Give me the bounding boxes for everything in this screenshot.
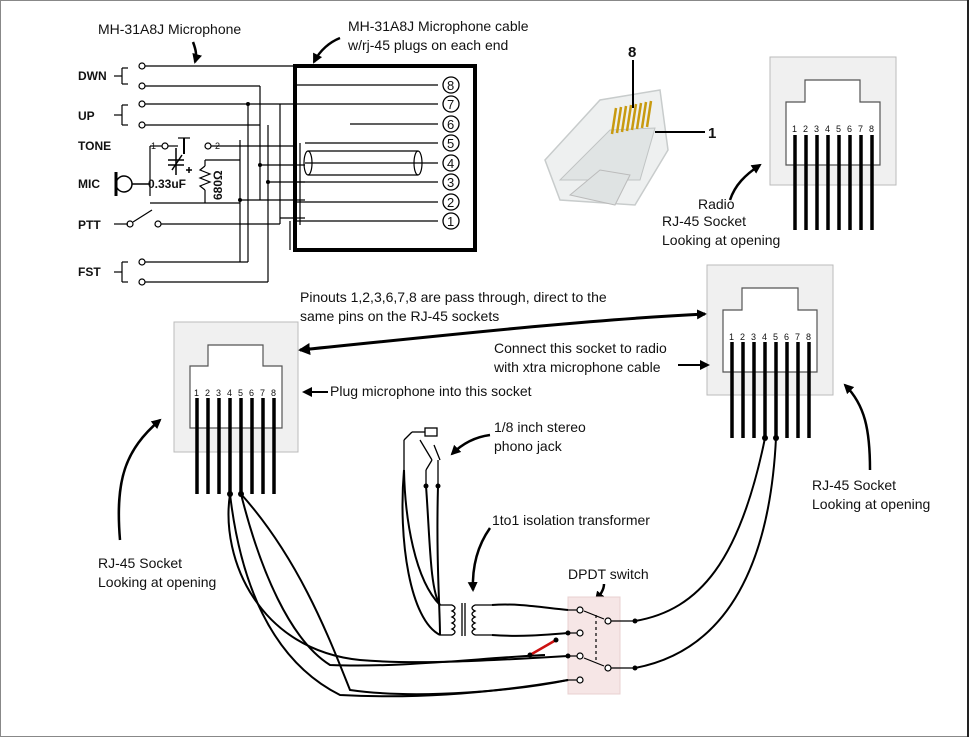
left-pin-4: 4 [227, 388, 232, 398]
cable-pin-4: 4 [447, 156, 454, 171]
wiring-curves [227, 437, 777, 698]
fst-switch [114, 258, 268, 286]
phono-label-1: 1/8 inch stereo [494, 419, 586, 435]
left-pin-6: 6 [249, 388, 254, 398]
right-pin-4: 4 [762, 332, 767, 342]
left-pin-8: 8 [271, 388, 276, 398]
tone-switch [149, 137, 295, 196]
label-dwn: DWN [78, 69, 107, 83]
radio-pin-5: 5 [836, 124, 841, 134]
dwn-switch [114, 62, 295, 90]
radio-socket: 1 2 3 4 5 6 7 8 [769, 56, 897, 230]
right-socket: 1 2 3 4 5 6 7 8 [706, 264, 834, 441]
radio-pin-2: 2 [803, 124, 808, 134]
red-jumper-wire [529, 638, 557, 657]
plug-pin-8: 8 [628, 44, 636, 61]
right-socket-label-2: Looking at opening [812, 496, 930, 512]
label-tone: TONE [78, 139, 111, 153]
right-pin-3: 3 [751, 332, 756, 342]
radio-pin-1: 1 [792, 124, 797, 134]
mic-title: MH-31A8J Microphone [98, 21, 241, 37]
phono-jack [403, 427, 441, 486]
left-pin-1: 1 [194, 388, 199, 398]
pinouts-double-arrow [298, 309, 707, 355]
cable-pin-1: 1 [447, 214, 454, 229]
ptt-switch [114, 209, 280, 228]
cable-box: MH-31A8J Microphone cable w/rj-45 plugs … [289, 18, 529, 252]
left-socket: 1 2 3 4 5 6 7 8 [173, 321, 299, 497]
cable-pin-7: 7 [447, 97, 454, 112]
transformer [440, 603, 492, 636]
plug-mic-label: Plug microphone into this socket [330, 383, 532, 399]
right-pin-1: 1 [729, 332, 734, 342]
connect-line-2: with xtra microphone cable [493, 359, 661, 375]
right-pin-6: 6 [784, 332, 789, 342]
radio-label-2: RJ-45 Socket [662, 213, 746, 229]
left-pin-5: 5 [238, 388, 243, 398]
mic-panel: MH-31A8J Microphone DWN UP TONE MIC PTT … [78, 21, 305, 286]
capacitor [168, 148, 192, 175]
mic-element [114, 172, 150, 196]
right-pin-8: 8 [806, 332, 811, 342]
left-pin-7: 7 [260, 388, 265, 398]
resistor [150, 159, 240, 204]
tone-pin-2: 2 [215, 141, 220, 151]
pinouts-line-1: Pinouts 1,2,3,6,7,8 are pass through, di… [300, 289, 607, 305]
cable-pin-6: 6 [447, 117, 454, 132]
left-socket-label-1: RJ-45 Socket [98, 555, 182, 571]
pinouts-line-2: same pins on the RJ-45 sockets [300, 308, 499, 324]
cable-title-2: w/rj-45 plugs on each end [347, 37, 508, 53]
dpdt-switch [565, 596, 638, 695]
radio-pin-7: 7 [858, 124, 863, 134]
left-socket-label-2: Looking at opening [98, 574, 216, 590]
plug-pin-1: 1 [708, 125, 716, 142]
connect-line-1: Connect this socket to radio [494, 340, 667, 356]
cable-pin-5: 5 [447, 136, 454, 151]
radio-label-1: Radio [698, 196, 735, 212]
cable-pin-8: 8 [447, 78, 454, 93]
phono-label-2: phono jack [494, 438, 563, 454]
capacitor-value: 0.33uF [148, 177, 186, 191]
radio-pin-3: 3 [814, 124, 819, 134]
up-switch [114, 100, 295, 129]
transformer-label: 1to1 isolation transformer [492, 512, 650, 528]
label-fst: FST [78, 265, 101, 279]
radio-pin-4: 4 [825, 124, 830, 134]
radio-pin-6: 6 [847, 124, 852, 134]
label-mic: MIC [78, 177, 100, 191]
tone-pin-1: 1 [151, 141, 156, 151]
right-socket-label-1: RJ-45 Socket [812, 477, 896, 493]
left-pin-2: 2 [205, 388, 210, 398]
left-pin-3: 3 [216, 388, 221, 398]
label-up: UP [78, 109, 95, 123]
cable-pin-2: 2 [447, 195, 454, 210]
rj45-plug-picture: 8 1 [544, 44, 716, 206]
resistor-value: 680Ω [211, 170, 225, 200]
dpdt-label: DPDT switch [568, 566, 649, 582]
right-pin-5: 5 [773, 332, 778, 342]
cable-pin-labels: 8 7 6 5 4 3 2 1 [442, 76, 460, 230]
cable-title-1: MH-31A8J Microphone cable [348, 18, 529, 34]
right-pin-2: 2 [740, 332, 745, 342]
label-ptt: PTT [78, 218, 101, 232]
radio-pin-8: 8 [869, 124, 874, 134]
cable-pin-3: 3 [447, 175, 454, 190]
right-pin-7: 7 [795, 332, 800, 342]
radio-label-3: Looking at opening [662, 232, 780, 248]
